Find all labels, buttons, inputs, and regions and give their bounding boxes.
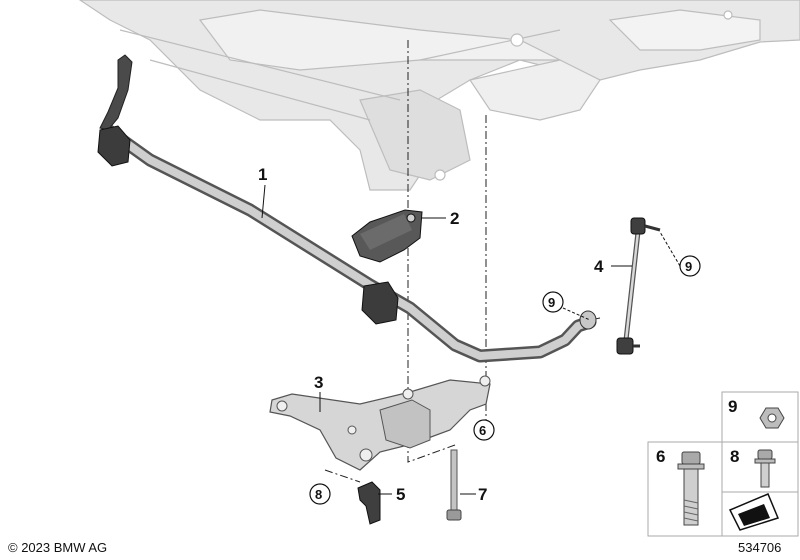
callout-5: 5 [396, 485, 405, 504]
image-number: 534706 [738, 540, 782, 555]
coupling-link [616, 217, 661, 355]
flange-bolt-icon [677, 451, 705, 526]
hex-nut-icon [759, 407, 785, 429]
callout-3: 3 [314, 373, 323, 392]
callout-8: 8 [315, 487, 322, 502]
callout-7: 7 [478, 485, 487, 504]
front-axle-subframe [78, 0, 800, 191]
legend-label-9: 9 [728, 397, 737, 416]
copyright-text: © 2023 BMW AG [8, 540, 108, 555]
callout-6: 6 [479, 423, 486, 438]
callout-1: 1 [258, 165, 267, 184]
arrow-symbol-icon [728, 493, 780, 531]
stabilizer-bracket [351, 209, 423, 263]
stabilizer-bar [97, 54, 597, 363]
callout-4: 4 [594, 257, 604, 276]
legend-label-8: 8 [730, 447, 739, 466]
callout-9-upper: 9 [685, 259, 692, 274]
carrier-plate [269, 375, 491, 471]
fastener-legend: 9 6 8 [647, 391, 799, 537]
long-bolt [446, 449, 462, 521]
callout-2: 2 [450, 209, 459, 228]
clamp-bracket [357, 481, 381, 525]
legend-label-6: 6 [656, 447, 665, 466]
callout-9-lower: 9 [548, 295, 555, 310]
small-bolt-icon [754, 449, 776, 488]
callout-labels: 1 2 3 4 5 6 7 8 9 9 [258, 165, 701, 505]
